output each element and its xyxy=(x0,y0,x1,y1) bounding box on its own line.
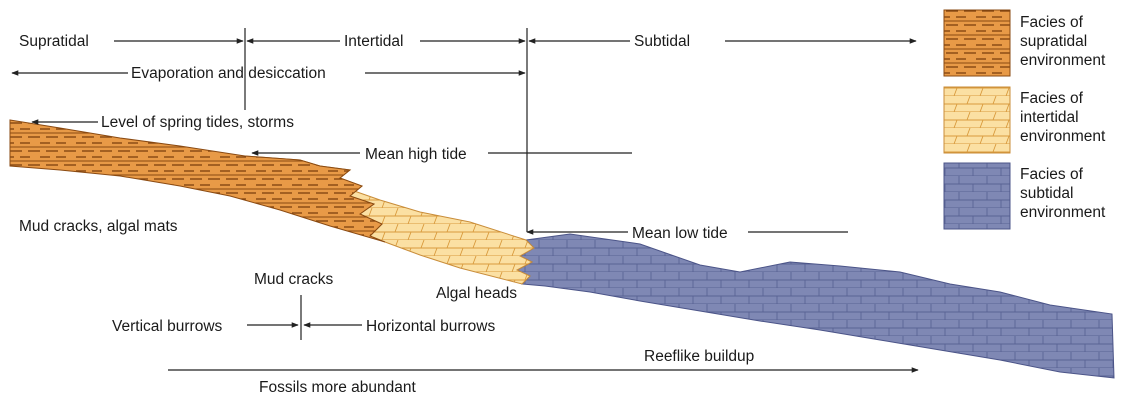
legend-swatch-supratidal xyxy=(944,10,1010,76)
supratidal-label: Supratidal xyxy=(19,33,89,50)
mean-high-tide-label: Mean high tide xyxy=(365,146,467,163)
legend-subtidal-line-2: subtidal xyxy=(1020,184,1105,203)
horizontal-burrows-label: Horizontal burrows xyxy=(366,318,495,335)
legend-label-supratidal: Facies of supratidal environment xyxy=(1020,13,1105,70)
legend-supratidal-line-2: supratidal xyxy=(1020,32,1105,51)
legend-intertidal-line-2: intertidal xyxy=(1020,108,1105,127)
legend-swatches xyxy=(944,10,1010,229)
reeflike-buildup-label: Reeflike buildup xyxy=(644,348,754,365)
legend-subtidal-line-1: Facies of xyxy=(1020,165,1105,184)
legend-supratidal-line-1: Facies of xyxy=(1020,13,1105,32)
mean-low-tide-label: Mean low tide xyxy=(632,225,728,242)
facies-bands xyxy=(10,120,1114,378)
legend-intertidal-line-1: Facies of xyxy=(1020,89,1105,108)
legend-label-subtidal: Facies of subtidal environment xyxy=(1020,165,1105,222)
legend-supratidal-line-3: environment xyxy=(1020,51,1105,70)
subtidal-label: Subtidal xyxy=(634,33,690,50)
algal-heads-label: Algal heads xyxy=(436,285,517,302)
intertidal-label: Intertidal xyxy=(344,33,403,50)
mud-cracks-label: Mud cracks xyxy=(254,271,333,288)
spring-tides-label: Level of spring tides, storms xyxy=(101,114,294,131)
legend-label-intertidal: Facies of intertidal environment xyxy=(1020,89,1105,146)
subtidal-facies-band xyxy=(517,234,1114,378)
legend-swatch-intertidal xyxy=(944,87,1010,153)
evaporation-label: Evaporation and desiccation xyxy=(131,65,326,82)
legend-swatch-subtidal xyxy=(944,163,1010,229)
legend-intertidal-line-3: environment xyxy=(1020,127,1105,146)
fossils-label: Fossils more abundant xyxy=(259,379,416,396)
mud-cracks-algal-mats-label: Mud cracks, algal mats xyxy=(19,218,178,235)
vertical-burrows-label: Vertical burrows xyxy=(112,318,223,335)
legend-subtidal-line-3: environment xyxy=(1020,203,1105,222)
